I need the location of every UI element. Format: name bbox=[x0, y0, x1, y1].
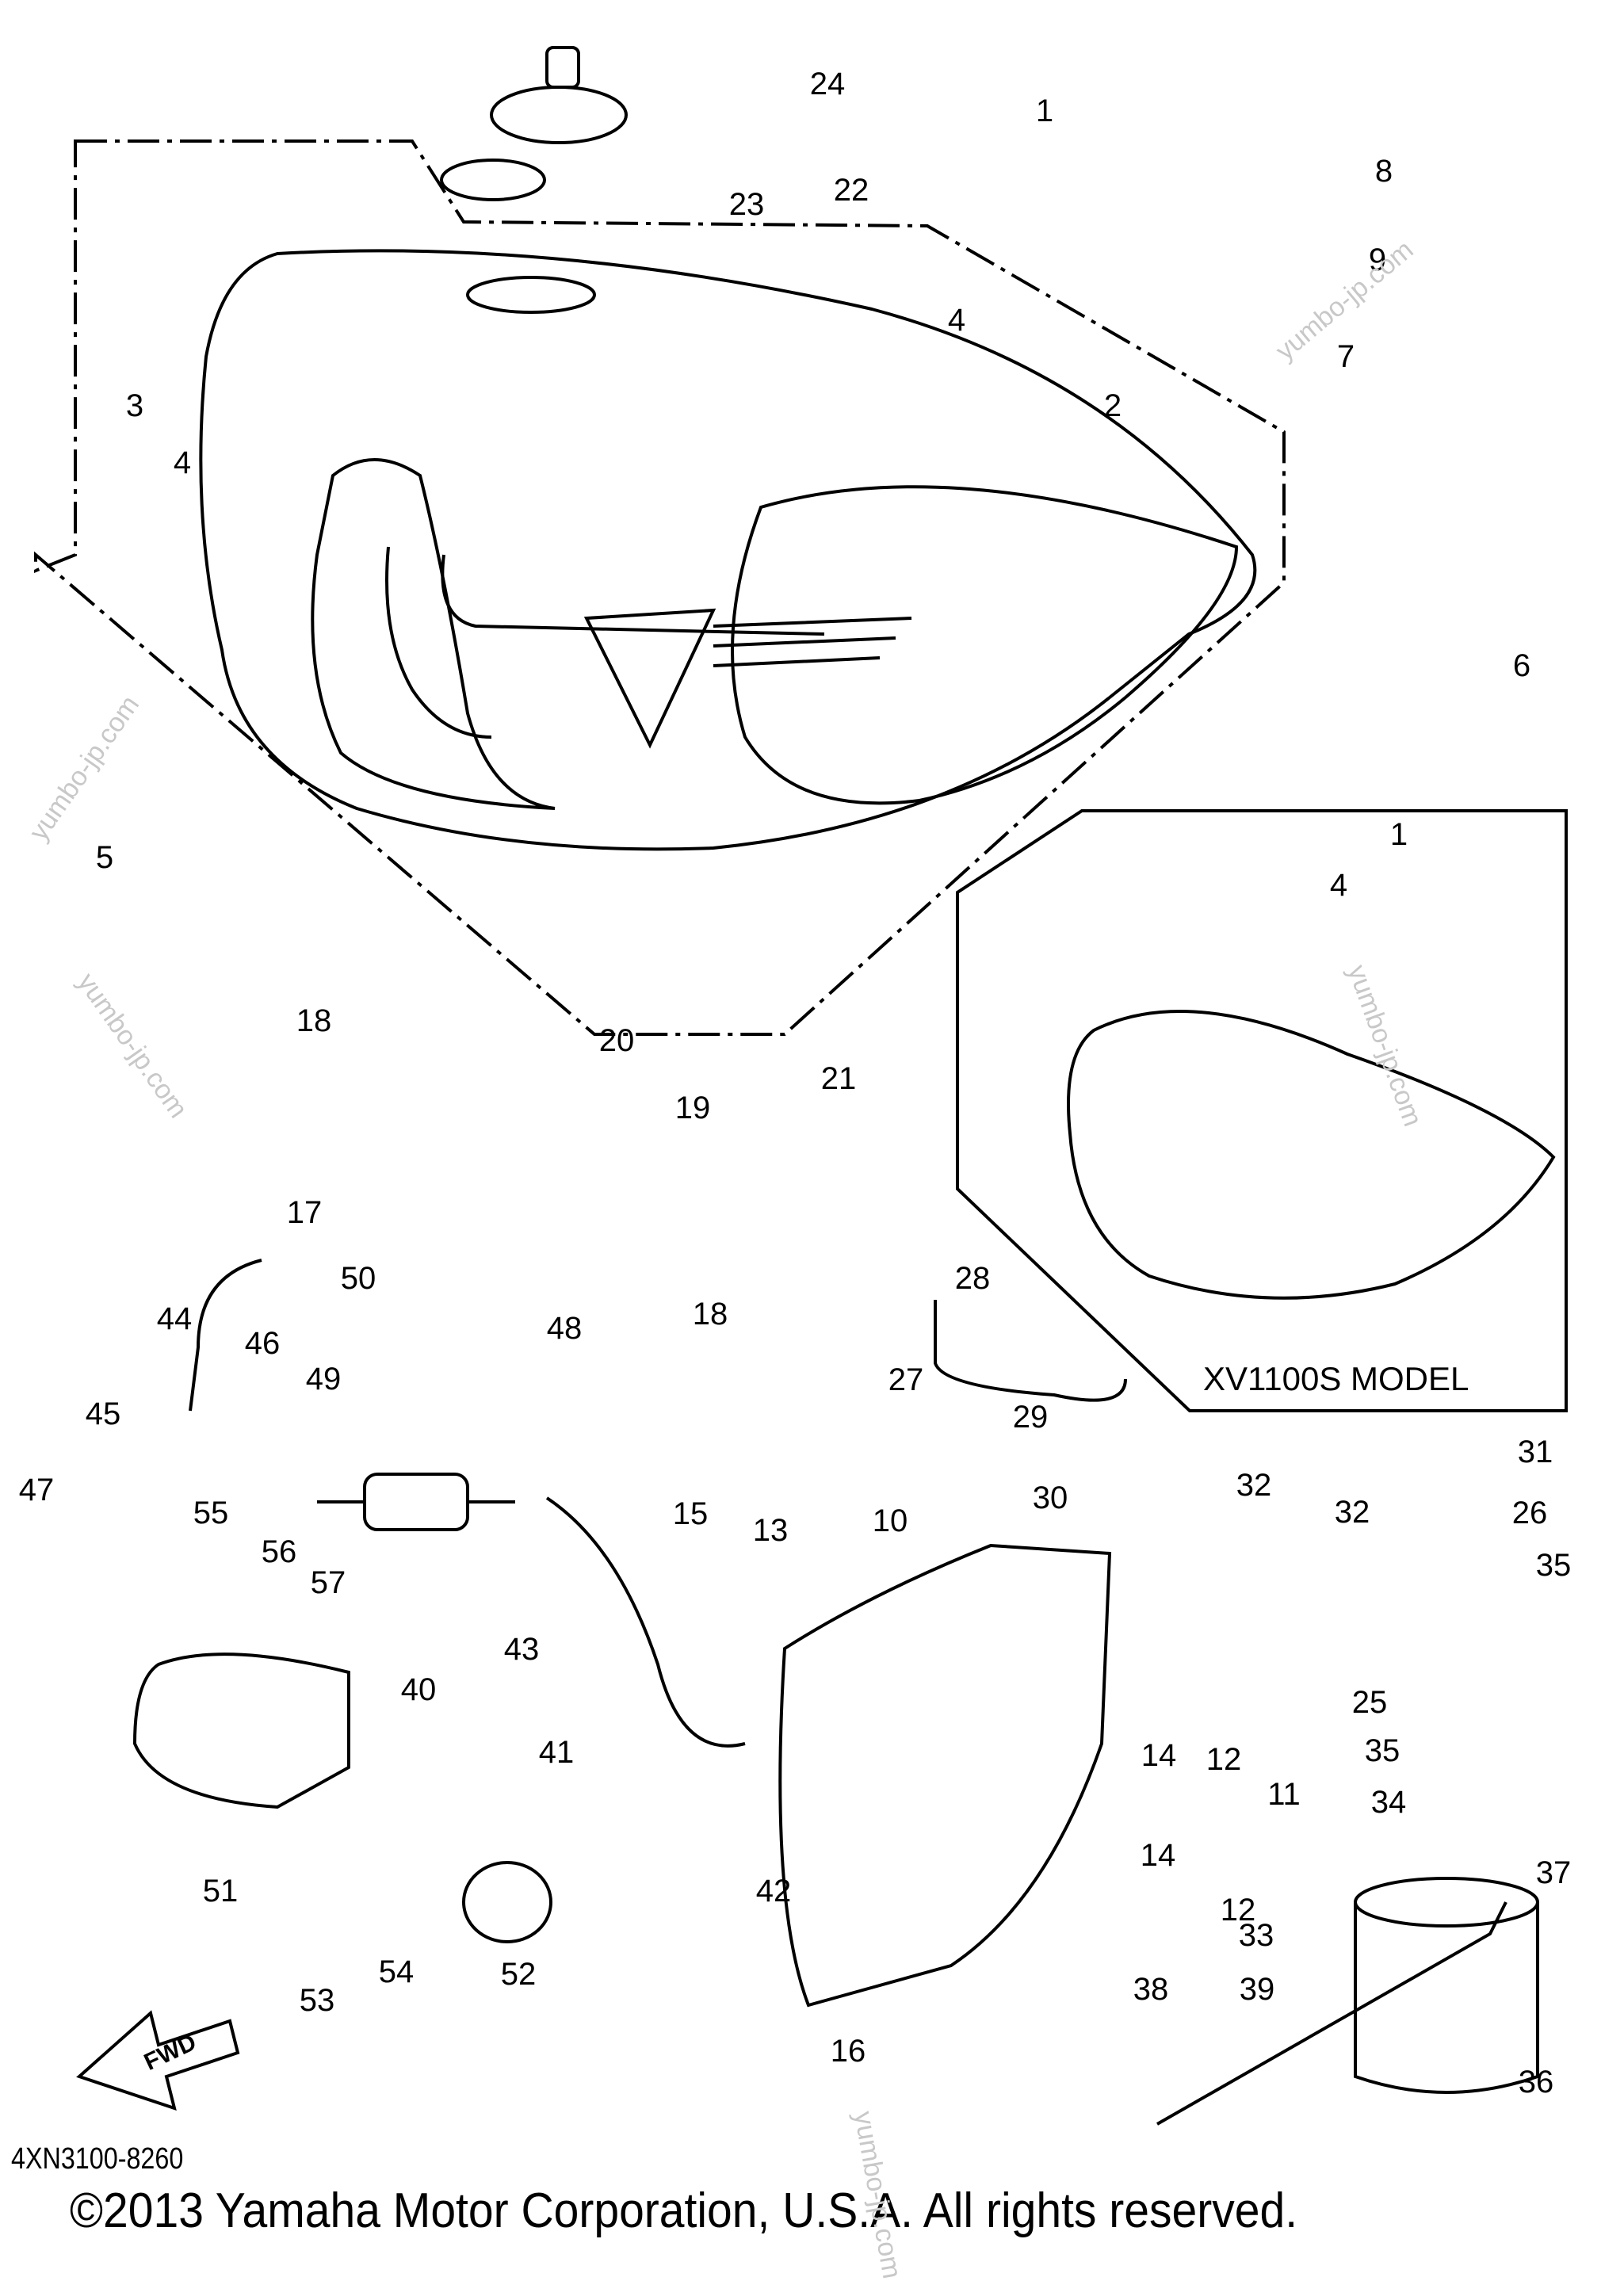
callout-2: 2 bbox=[1103, 388, 1122, 423]
callout-35: 35 bbox=[1535, 1548, 1572, 1583]
callout-26: 26 bbox=[1511, 1496, 1548, 1530]
tank-side-panel bbox=[731, 485, 1239, 805]
callout-47: 47 bbox=[18, 1473, 55, 1507]
inset-tank bbox=[1067, 1010, 1556, 1300]
callout-45: 45 bbox=[85, 1396, 121, 1431]
callout-11: 11 bbox=[1267, 1777, 1301, 1812]
callout-1: 1 bbox=[1389, 817, 1408, 852]
callout-8: 8 bbox=[1374, 154, 1393, 189]
pump-bracket bbox=[778, 1543, 1112, 2008]
callout-57: 57 bbox=[310, 1565, 346, 1600]
callout-18: 18 bbox=[296, 1003, 332, 1038]
callout-41: 41 bbox=[538, 1735, 575, 1770]
callout-9: 9 bbox=[1368, 243, 1387, 277]
callout-50: 50 bbox=[340, 1261, 376, 1296]
callout-33: 33 bbox=[1238, 1918, 1274, 1953]
callout-35: 35 bbox=[1364, 1733, 1400, 1768]
callout-17: 17 bbox=[286, 1195, 323, 1230]
callout-19: 19 bbox=[674, 1091, 711, 1125]
tank-assembly-boundary bbox=[34, 139, 1286, 1036]
callout-44: 44 bbox=[156, 1301, 193, 1336]
callout-20: 20 bbox=[598, 1023, 635, 1058]
callout-32: 32 bbox=[1334, 1495, 1370, 1530]
fuel-cap-assembly bbox=[440, 46, 628, 201]
callout-48: 48 bbox=[546, 1311, 583, 1346]
callout-12: 12 bbox=[1220, 1893, 1256, 1928]
callout-38: 38 bbox=[1133, 1972, 1169, 2007]
inset-box bbox=[956, 809, 1568, 1412]
callout-39: 39 bbox=[1239, 1972, 1275, 2007]
callout-14: 14 bbox=[1140, 1838, 1176, 1873]
callout-28: 28 bbox=[954, 1261, 991, 1296]
callout-49: 49 bbox=[305, 1362, 342, 1396]
callout-10: 10 bbox=[872, 1503, 908, 1538]
tank-knee-recess bbox=[311, 458, 556, 810]
callout-34: 34 bbox=[1370, 1785, 1407, 1820]
callout-36: 36 bbox=[1518, 2065, 1554, 2100]
callout-46: 46 bbox=[244, 1326, 281, 1361]
callout-1: 1 bbox=[1035, 94, 1054, 128]
callout-27: 27 bbox=[888, 1362, 924, 1397]
hose-27 bbox=[934, 1300, 1127, 1402]
callout-23: 23 bbox=[728, 187, 765, 222]
hose-19 bbox=[441, 554, 825, 636]
callout-51: 51 bbox=[202, 1874, 239, 1908]
callout-22: 22 bbox=[833, 173, 869, 208]
callout-18: 18 bbox=[692, 1297, 728, 1332]
callout-29: 29 bbox=[1012, 1400, 1049, 1435]
callout-13: 13 bbox=[752, 1513, 789, 1548]
callout-12: 12 bbox=[1206, 1742, 1242, 1777]
charcoal-canister bbox=[1354, 1877, 1539, 2094]
copyright-notice: ©2013 Yamaha Motor Corporation, U.S.A. A… bbox=[70, 2184, 1298, 2238]
hose-36 bbox=[1156, 1901, 1507, 2126]
callout-40: 40 bbox=[400, 1672, 437, 1707]
tank-emblem bbox=[583, 608, 912, 749]
callout-3: 3 bbox=[125, 388, 144, 423]
diagram-part-code: 4XN3100-8260 bbox=[11, 2142, 184, 2176]
inset-model-label: XV1100S MODEL bbox=[1203, 1360, 1469, 1397]
callout-53: 53 bbox=[299, 1983, 335, 2018]
hose-44 bbox=[189, 1259, 262, 1412]
callout-30: 30 bbox=[1032, 1481, 1068, 1515]
callout-5: 5 bbox=[95, 840, 114, 875]
callout-16: 16 bbox=[830, 2034, 866, 2069]
callout-4: 4 bbox=[947, 303, 966, 338]
hose-41 bbox=[545, 1496, 746, 1748]
callout-56: 56 bbox=[261, 1534, 297, 1569]
callout-14: 14 bbox=[1141, 1738, 1177, 1773]
callout-24: 24 bbox=[809, 67, 846, 101]
callout-37: 37 bbox=[1535, 1855, 1572, 1890]
filler-opening bbox=[466, 276, 596, 314]
fuel-filter bbox=[317, 1473, 515, 1531]
callout-54: 54 bbox=[378, 1954, 415, 1989]
callout-42: 42 bbox=[755, 1874, 792, 1908]
callout-4: 4 bbox=[173, 445, 192, 480]
damper-52 bbox=[462, 1861, 552, 1943]
callout-32: 32 bbox=[1236, 1468, 1272, 1503]
callout-4: 4 bbox=[1329, 868, 1348, 903]
callout-31: 31 bbox=[1517, 1435, 1553, 1469]
callout-7: 7 bbox=[1336, 339, 1355, 374]
hose-17 bbox=[385, 546, 492, 739]
callout-15: 15 bbox=[672, 1496, 709, 1531]
callout-55: 55 bbox=[193, 1496, 229, 1530]
callout-6: 6 bbox=[1512, 648, 1531, 683]
callout-21: 21 bbox=[820, 1061, 857, 1096]
callout-52: 52 bbox=[500, 1957, 537, 1992]
callout-43: 43 bbox=[503, 1632, 540, 1667]
fuel-tank bbox=[199, 249, 1257, 851]
fwd-arrow bbox=[76, 2010, 240, 2111]
callout-25: 25 bbox=[1351, 1685, 1388, 1720]
pump-cover bbox=[132, 1652, 350, 1809]
